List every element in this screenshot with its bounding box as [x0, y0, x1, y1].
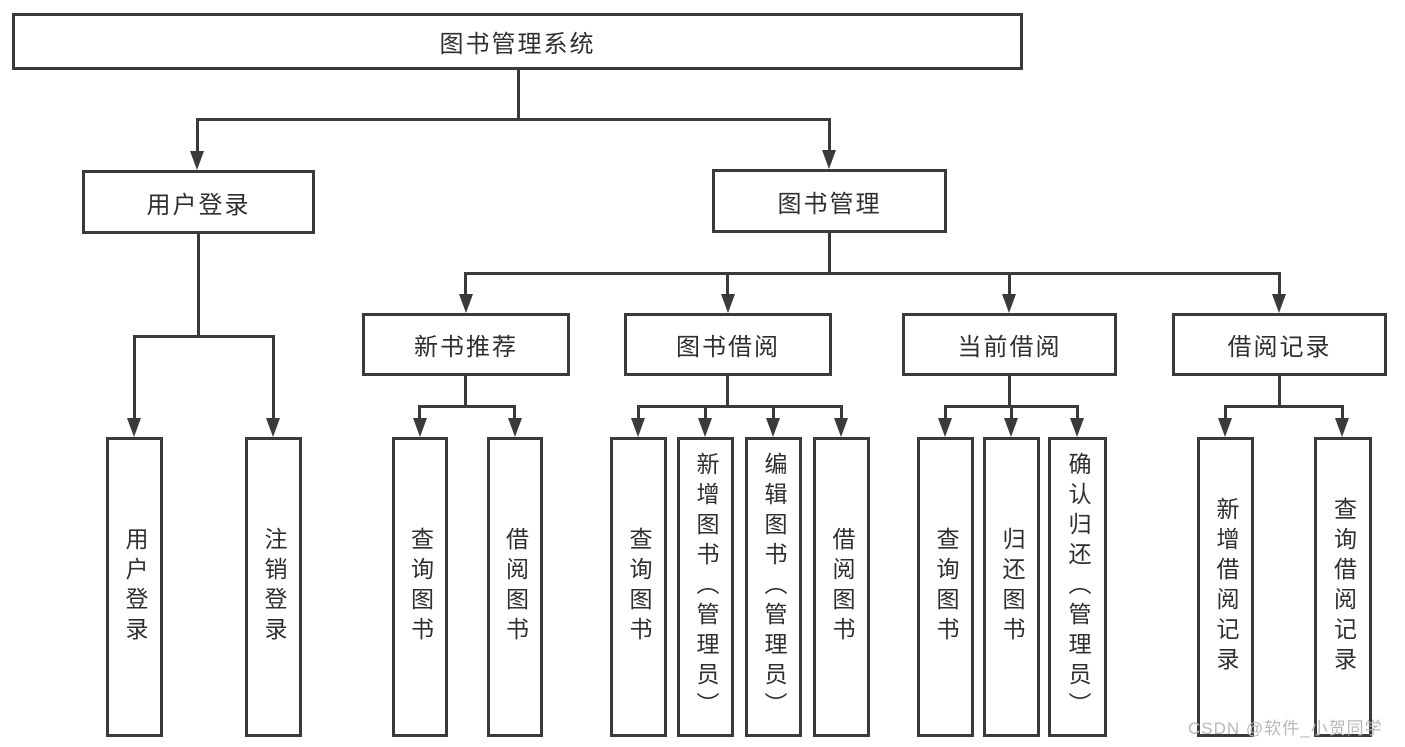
arrow-down-icon: [1218, 418, 1232, 437]
connector-line: [828, 233, 831, 272]
node-new-book-recommend: 新书推荐: [362, 313, 570, 376]
connector-line: [637, 405, 640, 421]
leaf-user-login: 用户登录: [106, 437, 163, 737]
node-root-label: 图书管理系统: [439, 31, 596, 58]
node-borrowing-records: 借阅记录: [1172, 313, 1387, 376]
connector-line: [466, 272, 1280, 275]
arrow-down-icon: [1272, 294, 1286, 313]
connector-line: [1341, 405, 1344, 421]
leaf-query-borrow-record-label: 查询借阅记录: [1330, 497, 1357, 677]
leaf-user-login-label: 用户登录: [122, 527, 148, 647]
leaf-query-book-current-label: 查询图书: [933, 527, 959, 647]
connector-line: [133, 335, 136, 421]
leaf-borrow-book-recommend: 借阅图书: [487, 437, 543, 737]
arrow-down-icon: [766, 418, 780, 437]
node-book-borrowing: 图书借阅: [624, 313, 832, 376]
connector-line: [828, 118, 831, 153]
connector-line: [513, 405, 516, 421]
arrow-down-icon: [822, 150, 836, 169]
connector-line: [637, 405, 841, 408]
connector-line: [1008, 376, 1011, 405]
connector-line: [133, 335, 275, 338]
connector-line: [726, 376, 729, 405]
connector-line: [464, 376, 467, 405]
arrow-down-icon: [631, 418, 645, 437]
arrow-down-icon: [190, 151, 204, 170]
arrow-down-icon: [508, 418, 522, 437]
node-user-login: 用户登录: [82, 170, 315, 234]
node-current-borrowing-label: 当前借阅: [957, 334, 1062, 361]
arrow-down-icon: [698, 418, 712, 437]
leaf-add-borrow-record: 新增借阅记录: [1197, 437, 1254, 737]
connector-line: [1278, 272, 1281, 297]
node-book-management: 图书管理: [712, 169, 947, 233]
leaf-query-book-recommend: 查询图书: [392, 437, 448, 737]
arrow-down-icon: [127, 418, 141, 437]
leaf-logout: 注销登录: [245, 437, 302, 737]
node-book-management-label: 图书管理: [777, 190, 882, 218]
arrow-down-icon: [1070, 418, 1084, 437]
connector-line: [772, 405, 775, 421]
connector-line: [944, 405, 947, 421]
leaf-add-book-admin-label: 新增图书（管理员）: [693, 452, 719, 722]
leaf-query-book-borrowing: 查询图书: [610, 437, 667, 737]
arrow-down-icon: [721, 294, 735, 313]
leaf-borrow-book-borrowing-label: 借阅图书: [829, 527, 855, 647]
connector-line: [272, 335, 275, 421]
arrow-down-icon: [266, 418, 280, 437]
node-book-borrowing-label: 图书借阅: [676, 334, 780, 361]
arrow-down-icon: [1335, 418, 1349, 437]
leaf-logout-label: 注销登录: [261, 527, 287, 647]
leaf-query-book-borrowing-label: 查询图书: [626, 527, 652, 647]
leaf-add-borrow-record-label: 新增借阅记录: [1213, 497, 1239, 677]
leaf-edit-book-admin: 编辑图书（管理员）: [745, 437, 802, 737]
leaf-query-borrow-record: 查询借阅记录: [1314, 437, 1372, 737]
connector-line: [197, 118, 831, 121]
node-new-book-recommend-label: 新书推荐: [414, 334, 518, 361]
leaf-confirm-return-admin: 确认归还（管理员）: [1048, 437, 1107, 737]
arrow-down-icon: [1004, 418, 1018, 437]
leaf-confirm-return-admin-label: 确认归还（管理员）: [1065, 452, 1091, 722]
connector-line: [726, 272, 729, 297]
connector-line: [840, 405, 843, 421]
connector-line: [1278, 376, 1281, 405]
arrow-down-icon: [413, 418, 427, 437]
connector-line: [1008, 272, 1011, 297]
leaf-return-book: 归还图书: [983, 437, 1040, 737]
connector-line: [1224, 405, 1227, 421]
connector-line: [1224, 405, 1344, 408]
leaf-borrow-book-recommend-label: 借阅图书: [502, 527, 529, 647]
connector-line: [517, 69, 520, 118]
arrow-down-icon: [459, 294, 473, 313]
leaf-borrow-book-borrowing: 借阅图书: [813, 437, 870, 737]
leaf-add-book-admin: 新增图书（管理员）: [677, 437, 734, 737]
connector-line: [197, 234, 200, 335]
connector-line: [1076, 405, 1079, 421]
node-borrowing-records-label: 借阅记录: [1227, 334, 1332, 361]
leaf-return-book-label: 归还图书: [999, 527, 1025, 647]
node-current-borrowing: 当前借阅: [902, 313, 1117, 376]
watermark: CSDN @软件_小贺同学: [1188, 719, 1383, 738]
connector-line: [704, 405, 707, 421]
node-root: 图书管理系统: [12, 13, 1023, 70]
connector-line: [419, 405, 515, 408]
node-user-login-label: 用户登录: [146, 191, 251, 219]
leaf-query-book-current: 查询图书: [917, 437, 974, 737]
arrow-down-icon: [1002, 294, 1016, 313]
arrow-down-icon: [834, 418, 848, 437]
connector-line: [1010, 405, 1013, 421]
connector-line: [418, 405, 421, 421]
leaf-edit-book-admin-label: 编辑图书（管理员）: [761, 452, 787, 722]
connector-line: [464, 272, 467, 297]
connector-line: [196, 118, 199, 154]
leaf-query-book-recommend-label: 查询图书: [407, 527, 434, 647]
arrow-down-icon: [938, 418, 952, 437]
